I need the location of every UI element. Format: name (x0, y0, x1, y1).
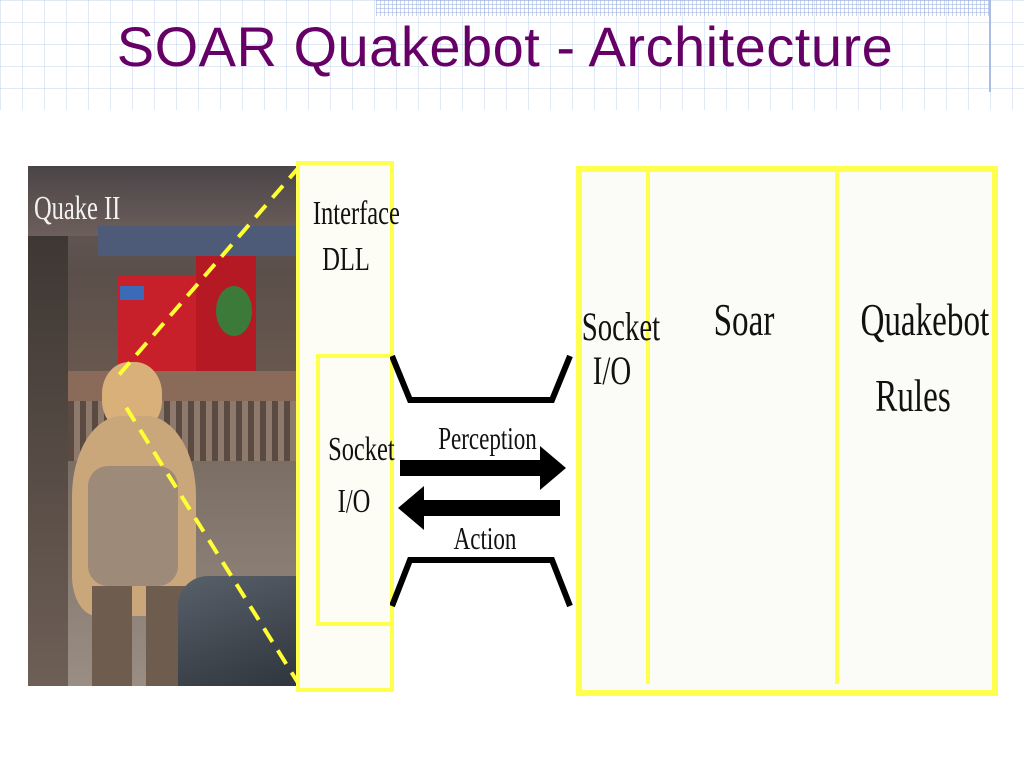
soar-socket-io-label: Socket I/O (581, 304, 661, 393)
interface-socket-io-box (316, 354, 394, 626)
perception-label: Perception (438, 420, 537, 456)
decorative-line (989, 0, 991, 92)
action-arrow (398, 486, 560, 530)
soar-socket-line1: Socket (581, 304, 661, 349)
decorative-band (376, 0, 990, 16)
soar-system-box (576, 166, 998, 696)
soar-label: Soar (713, 294, 775, 345)
interface-dll-label-line2: DLL (322, 241, 370, 278)
perception-arrow (400, 446, 566, 490)
quakebot-rules-label: Quakebot Rules (860, 292, 990, 424)
slide-title: SOAR Quakebot - Architecture (116, 15, 894, 78)
connection-diagram (390, 354, 573, 608)
socket-soar-divider (646, 172, 650, 684)
soar-rules-divider (835, 172, 839, 684)
quakebot-rules-line2: Rules (875, 370, 951, 421)
slide-grid-background (0, 0, 1024, 110)
view-frustum-lines (116, 166, 300, 686)
game-label: Quake II (34, 190, 121, 227)
soar-socket-line2: I/O (592, 348, 632, 393)
action-label: Action (453, 520, 517, 556)
lower-bracket (390, 557, 573, 608)
interface-dll-label: Interface DLL (312, 195, 400, 278)
interface-socket-io-label: Socket I/O (328, 428, 395, 524)
quake-ii-screenshot: Quake II (28, 166, 300, 686)
interface-socket-line2: I/O (337, 483, 371, 520)
interface-dll-label-line1: Interface (312, 195, 400, 232)
interface-socket-line1: Socket (328, 431, 395, 468)
quakebot-rules-line1: Quakebot (860, 294, 990, 345)
upper-bracket (390, 354, 573, 403)
